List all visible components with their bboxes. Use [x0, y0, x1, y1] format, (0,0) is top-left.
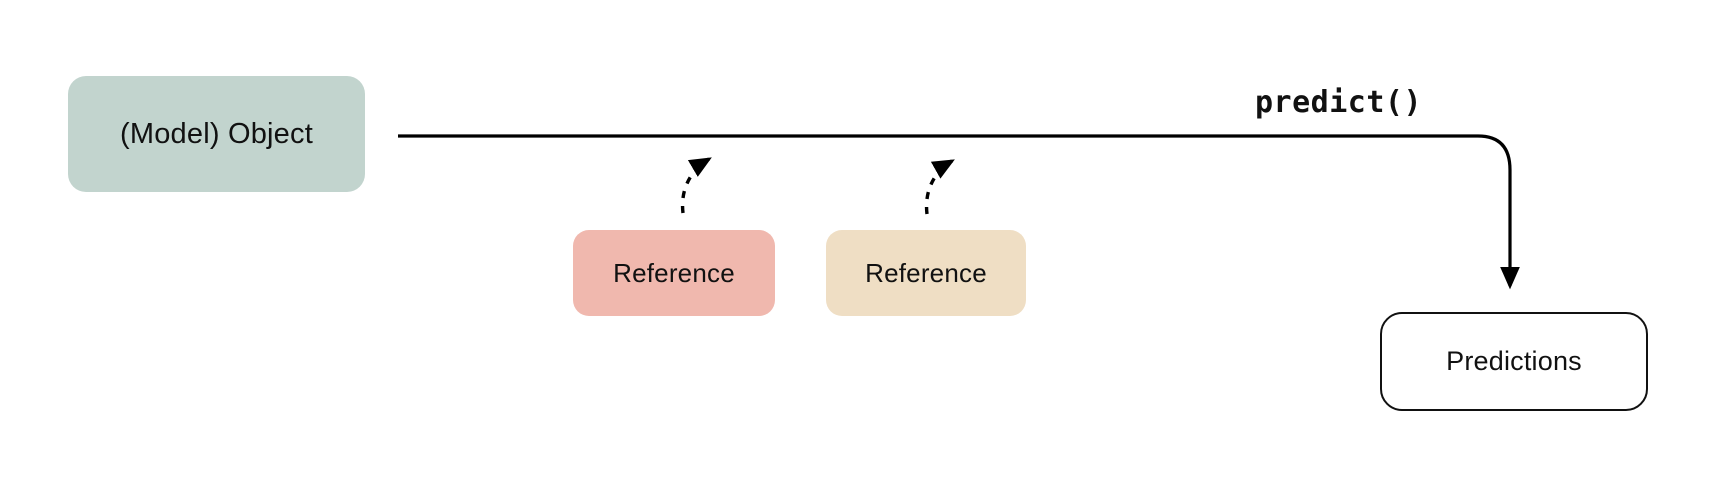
reference-secondary-node[interactable]: Reference [826, 230, 1026, 316]
reference-secondary-edge-path [924, 159, 955, 215]
reference-primary-node[interactable]: Reference [573, 230, 775, 316]
predict-call-label: predict() [1255, 85, 1423, 120]
model-object-label: (Model) Object [120, 117, 313, 150]
model-object-node[interactable]: (Model) Object [68, 76, 365, 192]
predictions-node[interactable]: Predictions [1380, 312, 1648, 411]
predictions-label: Predictions [1446, 346, 1582, 376]
reference-secondary-label: Reference [865, 257, 987, 288]
reference-primary-label: Reference [613, 257, 735, 288]
reference-primary-edge-path [680, 157, 712, 214]
